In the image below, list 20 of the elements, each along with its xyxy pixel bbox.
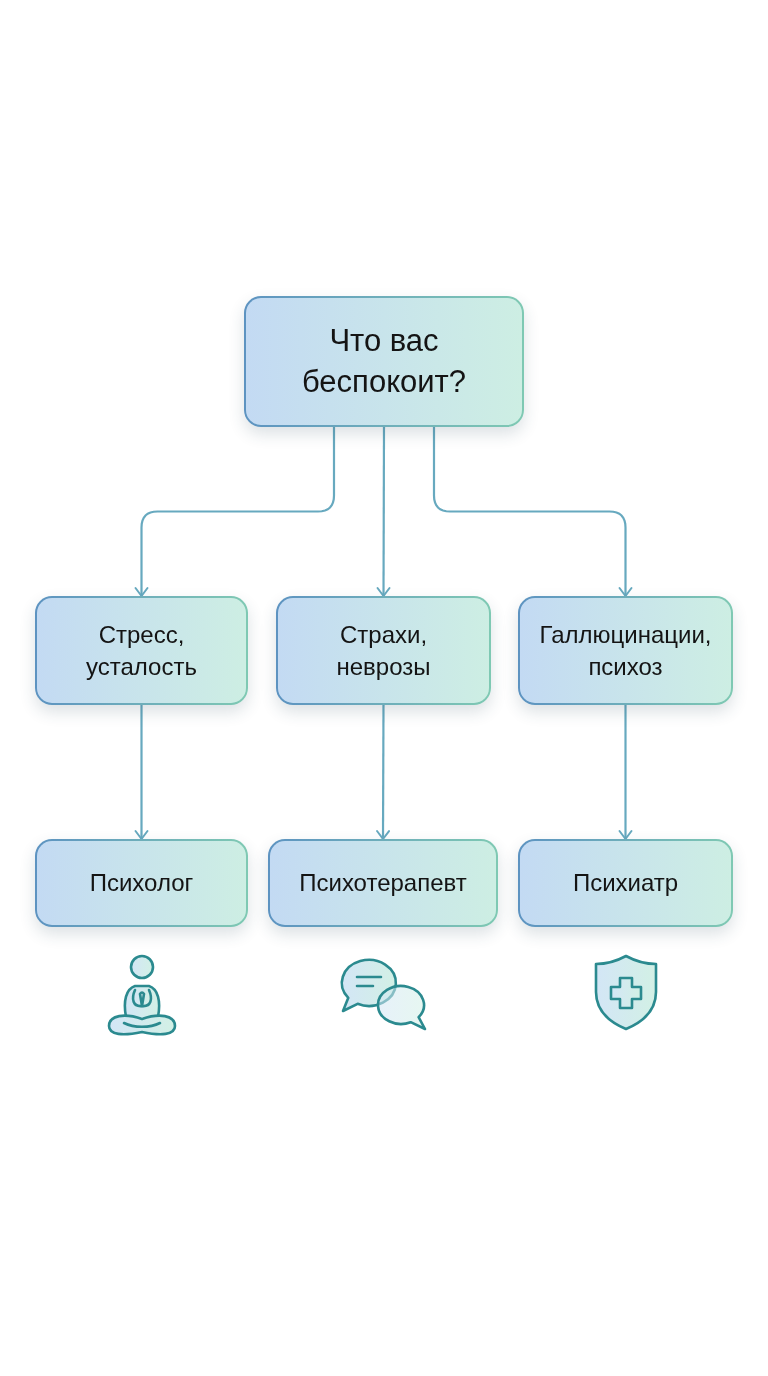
node-label: Психолог <box>89 868 194 899</box>
node-label: Что вас беспокоит? <box>301 322 467 401</box>
category-box <box>35 596 248 705</box>
specialist-box <box>518 839 733 927</box>
node-label: Страхи, неврозы <box>336 620 431 682</box>
arrow <box>134 705 149 840</box>
specialist-box <box>268 839 498 927</box>
category-box <box>518 596 733 705</box>
category-box <box>276 596 491 705</box>
node-label: Психиатр <box>572 868 679 899</box>
arrow <box>618 705 633 840</box>
specialist-box <box>35 839 248 927</box>
arrow <box>134 427 336 597</box>
question-box <box>244 296 524 427</box>
node-label: Галлюцинации, психоз <box>539 620 712 682</box>
arrow <box>376 427 391 597</box>
arrow <box>432 427 633 597</box>
node-label: Психотерапевт <box>299 868 467 899</box>
arrow <box>376 705 391 840</box>
node-label: Стресс, усталость <box>86 620 197 682</box>
